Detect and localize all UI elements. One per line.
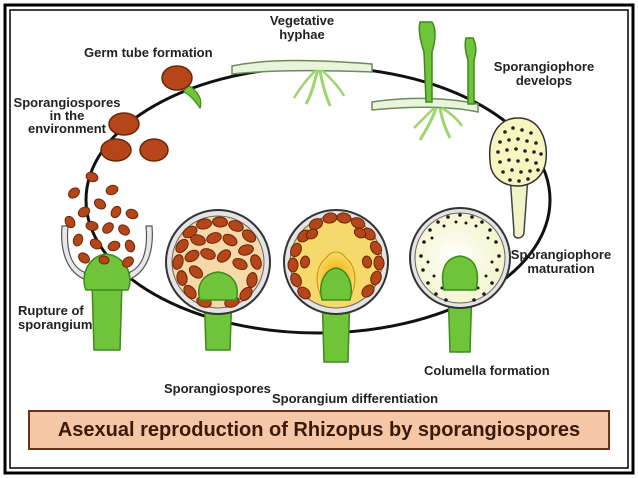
label-spores-env-line3: environment <box>27 121 106 136</box>
label-vegetative-line1: Vegetative <box>269 13 335 28</box>
label-germ-tube-formation: Germ tube formation <box>84 45 213 60</box>
label-columella-formation: Columella formation <box>424 363 550 378</box>
columella-formation-sporangium <box>409 207 511 353</box>
label-sporangiophore-develops: Sporangiophore develops <box>484 60 604 88</box>
young-sporangium <box>488 117 548 239</box>
caption-title: Asexual reproduction of Rhizopus by spor… <box>57 418 581 441</box>
vegetative-hyphae <box>231 59 373 107</box>
label-maturation-line2: maturation <box>527 261 595 276</box>
ruptured-sporangium <box>61 171 153 351</box>
label-spores-env-line2: in the <box>49 108 85 123</box>
label-sporangiophore-maturation: Sporangiophore maturation <box>506 248 616 276</box>
label-sporangiospores-environment: Sporangiospores in the environment <box>12 96 122 135</box>
label-vegetative-line2: hyphae <box>279 27 325 42</box>
germ-tube-spore <box>161 65 202 110</box>
inner-border <box>9 9 629 469</box>
label-vegetative-hyphae: Vegetative hyphae <box>252 14 352 42</box>
label-rupture-of-sporangium: Rupture of sporangium <box>18 304 92 332</box>
sporangium-differentiation <box>283 209 389 363</box>
mature-sporangium <box>165 209 271 351</box>
outer-border <box>3 3 635 475</box>
label-sporangiophore-develops-line2: develops <box>515 73 573 88</box>
label-sporangium-differentiation: Sporangium differentiation <box>272 391 439 406</box>
label-rupture-line1: Rupture of <box>18 303 84 318</box>
environment-spores <box>100 112 169 162</box>
caption-banner: Asexual reproduction of Rhizopus by spor… <box>28 410 610 450</box>
label-maturation-line1: Sporangiophore <box>510 247 612 262</box>
sporangiophore-develops <box>371 21 479 141</box>
label-sporangiophore-develops-line1: Sporangiophore <box>493 59 595 74</box>
label-sporangiospores: Sporangiospores <box>164 381 271 396</box>
label-rupture-line2: sporangium <box>18 317 93 332</box>
label-spores-env-line1: Sporangiospores <box>13 95 121 110</box>
